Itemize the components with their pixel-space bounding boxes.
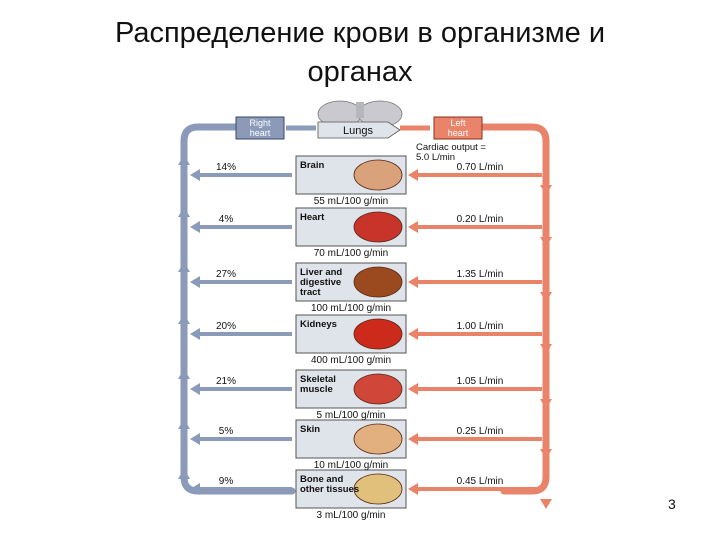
arterial-down-arrow-1 (540, 237, 552, 247)
organ-illustration-0 (353, 159, 403, 191)
slide-title-line-1: Распределение крови в организме и (114, 17, 606, 49)
organ-name-2-2: tract (300, 287, 321, 298)
organ-name-0-0: Brain (300, 160, 324, 171)
lungs-label-arrow (317, 121, 401, 139)
organ-percent-3: 20% (216, 321, 236, 332)
organ-flow-4: 1.05 L/min (457, 376, 504, 387)
organ-percent-0: 14% (216, 162, 236, 173)
organ-percent-1: 4% (219, 214, 234, 225)
venous-up-arrow-3 (178, 314, 190, 324)
organ-flow-2: 1.35 L/min (457, 269, 504, 280)
left-heart-label-line-2: heart (448, 128, 469, 138)
organ-name-6-1: other tissues (300, 484, 359, 495)
right-heart-box (235, 116, 285, 140)
arterial-arrowhead-1 (408, 221, 418, 233)
cardiac-output-line-1: Cardiac output = (416, 142, 486, 153)
left-heart-label-line-1: Left (450, 118, 466, 128)
organ-illustration-4 (353, 373, 403, 405)
slide-title-line-2: органах (307, 56, 413, 88)
organ-name-6-0: Bone and (300, 474, 343, 485)
right-heart-label-line-2: heart (250, 128, 271, 138)
arterial-arrowhead-0 (408, 169, 418, 181)
organ-name-4-0: Skeletal (300, 374, 336, 385)
venous-arrowhead-5 (190, 433, 200, 445)
organ-name-4-1: muscle (300, 384, 333, 395)
organ-perfusion-3: 400 mL/100 g/min (311, 355, 391, 366)
venous-up-arrow-2 (178, 262, 190, 272)
venous-up-arrow-6 (178, 469, 190, 479)
lungs-label: Lungs (343, 125, 373, 137)
cardiac-output-line-2: 5.0 L/min (416, 152, 455, 163)
organ-name-2-0: Liver and (300, 267, 342, 278)
venous-arrowhead-4 (190, 383, 200, 395)
organ-perfusion-5: 10 mL/100 g/min (314, 460, 389, 471)
organ-percent-2: 27% (216, 269, 236, 280)
organ-flow-6: 0.45 L/min (457, 476, 504, 487)
slide-title: Распределение крови в организме и органа… (60, 14, 660, 92)
arterial-down-arrow-4 (540, 399, 552, 409)
organ-name-3-0: Kidneys (300, 319, 337, 330)
venous-arrowhead-0 (190, 169, 200, 181)
right-heart-label-line-1: Right (249, 118, 271, 128)
organ-flow-5: 0.25 L/min (457, 426, 504, 437)
venous-return-path (180, 123, 296, 495)
organ-flow-0: 0.70 L/min (457, 162, 504, 173)
organ-flow-3: 1.00 L/min (457, 321, 504, 332)
arterial-arrowhead-6 (408, 483, 418, 495)
organ-name-5-0: Skin (300, 424, 320, 435)
venous-up-arrow-4 (178, 369, 190, 379)
venous-up-arrow-5 (178, 419, 190, 429)
venous-up-arrow-0 (178, 155, 190, 165)
organ-illustration-1 (353, 211, 403, 243)
page-number: 3 (668, 496, 676, 512)
blood-distribution-diagram: Right heart Left heart Lungs Cardiac out… (168, 100, 560, 522)
organ-name-2-1: digestive (300, 277, 341, 288)
organ-perfusion-6: 3 mL/100 g/min (317, 510, 386, 521)
arterial-arrowhead-4 (408, 383, 418, 395)
organ-illustration-6 (353, 473, 403, 505)
arterial-down-arrow-0 (540, 185, 552, 195)
organ-name-1-0: Heart (300, 212, 325, 223)
venous-arrowhead-2 (190, 276, 200, 288)
left-heart-box (433, 116, 483, 140)
venous-up-arrow-1 (178, 207, 190, 217)
organ-percent-5: 5% (219, 426, 234, 437)
organ-percent-6: 9% (219, 476, 234, 487)
arterial-arrowhead-5 (408, 433, 418, 445)
arterial-arrowhead-2 (408, 276, 418, 288)
arterial-down-arrow-5 (540, 449, 552, 459)
venous-arrowhead-1 (190, 221, 200, 233)
organ-perfusion-0: 55 mL/100 g/min (314, 196, 389, 207)
arterial-arrowhead-3 (408, 328, 418, 340)
organ-illustration-3 (353, 318, 403, 350)
lungs-illustration (317, 100, 403, 128)
organ-illustration-5 (353, 423, 403, 455)
organ-illustration-2 (353, 266, 403, 298)
diagram-canvas: Right heart Left heart Lungs Cardiac out… (178, 100, 552, 521)
organ-percent-4: 21% (216, 376, 236, 387)
venous-arrowhead-6 (190, 483, 200, 495)
venous-arrowhead-3 (190, 328, 200, 340)
arterial-down-arrow-2 (540, 292, 552, 302)
organ-perfusion-4: 5 mL/100 g/min (317, 410, 386, 421)
organ-perfusion-1: 70 mL/100 g/min (314, 248, 389, 259)
arterial-down-arrow-6 (540, 499, 552, 509)
arterial-down-arrow-3 (540, 344, 552, 354)
organ-perfusion-2: 100 mL/100 g/min (311, 303, 391, 314)
organ-flow-1: 0.20 L/min (457, 214, 504, 225)
